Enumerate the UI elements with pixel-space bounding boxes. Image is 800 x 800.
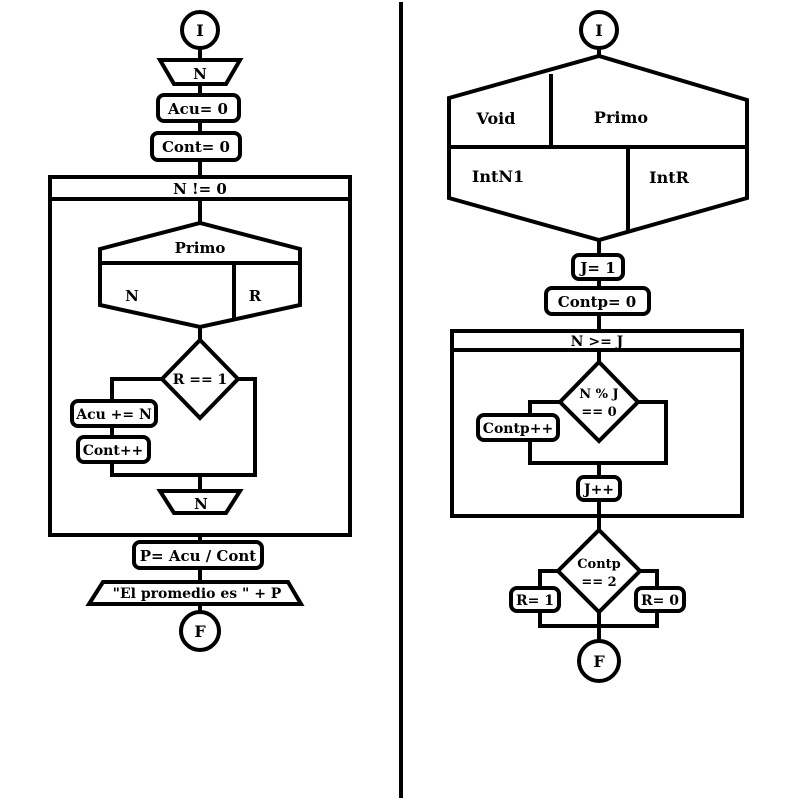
cont-init-label: Cont= 0 [162, 138, 230, 156]
function-param-out: IntR [649, 168, 690, 187]
branch-merge-line-final [538, 611, 659, 628]
start-label-right: I [595, 21, 602, 40]
function-return-type: Void [476, 109, 516, 128]
while-condition-label-right: N >= J [571, 334, 624, 350]
j-inc-label: J++ [582, 482, 614, 498]
output-label: "El promedio es " + P [113, 586, 282, 602]
assign-p-box [132, 540, 264, 570]
decision-contp-shape [555, 527, 643, 615]
primo-call-arg-out: R [249, 287, 262, 305]
output-shape [85, 580, 305, 606]
acu-add-label: Acu += N [75, 407, 152, 423]
r-false-box [634, 586, 686, 613]
primo-call-shape [98, 220, 302, 330]
j-init-label: J= 1 [578, 259, 615, 277]
function-name: Primo [594, 108, 648, 127]
end-terminal [179, 610, 221, 652]
r-true-box [509, 586, 561, 613]
r-false-label: R= 0 [641, 593, 679, 609]
decision-mod-line2: == 0 [581, 405, 616, 420]
acu-init-label: Acu= 0 [167, 100, 228, 118]
input-n-label: N [193, 65, 207, 83]
input-n2-label: N [194, 495, 208, 513]
while-condition-label: N != 0 [173, 180, 227, 198]
end-label: F [194, 622, 206, 641]
contp-init-box [544, 286, 651, 316]
branch-true-line-right [528, 400, 560, 415]
primo-call-name: Primo [175, 239, 226, 257]
contp-inc-box [476, 413, 560, 442]
contp-init-label: Contp= 0 [558, 293, 637, 311]
contp-inc-label: Contp++ [483, 421, 553, 437]
function-param-in: IntN1 [472, 167, 524, 186]
branch-false-line-final [640, 569, 659, 588]
input-n-shape [156, 58, 244, 86]
right-flowchart: I Void Primo IntN1 IntR J= 1 Contp= 0 N … [447, 10, 749, 683]
end-terminal-right [577, 639, 621, 683]
branch-true-line [110, 377, 162, 401]
decision-contp-line1: Contp [577, 557, 621, 572]
decision-mod-line1: N % J [579, 387, 618, 402]
branch-merge-line [110, 377, 257, 477]
left-flowchart: I N Acu= 0 Cont= 0 N != 0 Primo N R R ==… [48, 10, 352, 652]
j-init-box [571, 253, 625, 281]
decision-contp-line2: == 2 [581, 575, 616, 590]
cont-inc-label: Cont++ [83, 443, 144, 459]
decision-mod-shape [557, 359, 641, 444]
acu-add-box [70, 399, 158, 428]
r-true-label: R= 1 [516, 593, 554, 609]
assign-p-label: P= Acu / Cont [140, 547, 257, 565]
primo-call-arg-in: N [125, 287, 139, 305]
cont-inc-box [76, 435, 151, 464]
start-terminal-right [579, 10, 619, 50]
cont-init-box [150, 131, 242, 162]
input-n2-shape [156, 489, 244, 515]
j-inc-box [576, 475, 622, 502]
branch-true-line-final [538, 569, 558, 588]
branch-merge-line-right [528, 400, 668, 465]
start-label: I [196, 21, 203, 40]
decision-r-shape [159, 337, 241, 421]
start-terminal [180, 10, 220, 50]
decision-r-label: R == 1 [173, 372, 228, 388]
acu-init-box [156, 93, 241, 123]
end-label-right: F [593, 652, 605, 671]
